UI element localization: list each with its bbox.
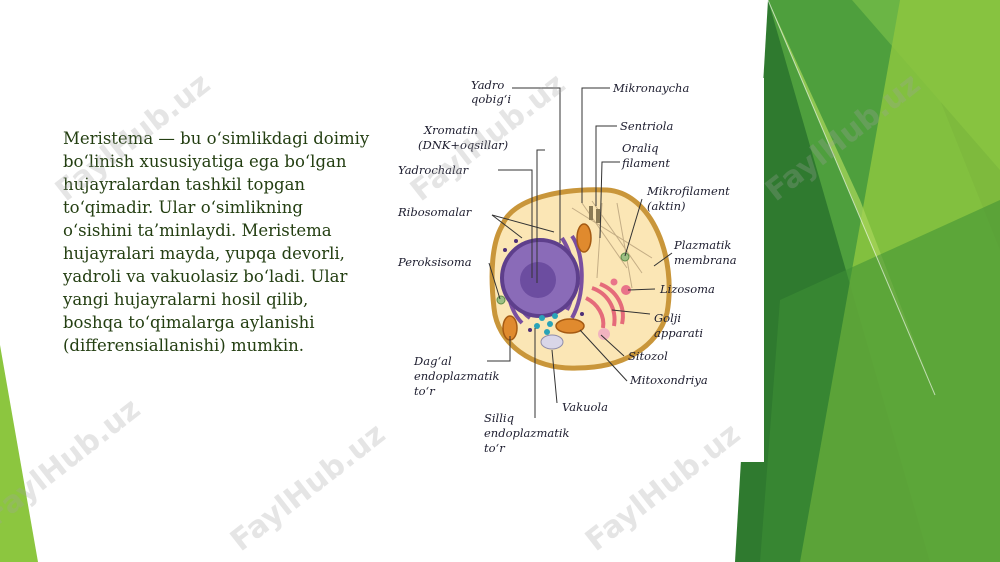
label-silliq-er: Silliq <box>484 411 514 425</box>
label-mikrofilament: Mikrofilament <box>646 184 730 198</box>
label-yadro-qobigi: Yadro <box>471 78 504 92</box>
lysosome-shape <box>621 285 631 295</box>
leader-lines <box>487 87 673 418</box>
label-mikronaycha: Mikronaycha <box>612 81 689 95</box>
label-sitozol: Sitozol <box>628 349 668 363</box>
cell-diagram: Yadro qobig‘i Xromatin (DNK+oqsillar) Ya… <box>392 78 764 462</box>
label-plazmatik-membrana: Plazmatik <box>673 238 731 252</box>
label-ribosomalar: Ribosomalar <box>397 205 473 219</box>
label-yadro-qobigi: qobig‘i <box>471 92 511 106</box>
body-paragraph: Meristema — bu o‘simlikdagi doimiy bo‘li… <box>63 129 370 355</box>
label-sentriola: Sentriola <box>620 119 673 133</box>
label-mitoxondriya: Mitoxondriya <box>629 373 708 387</box>
label-peroksisoma: Peroksisoma <box>397 255 472 269</box>
golgi-shape <box>585 282 625 329</box>
label-plazmatik-membrana: membrana <box>674 253 737 267</box>
label-lizosoma: Lizosoma <box>659 282 715 296</box>
label-oraliq-filament: Oraliq <box>622 141 659 155</box>
lysosome-shape <box>598 328 610 340</box>
vacuole-shape <box>540 334 564 350</box>
smooth-er-dots <box>534 313 558 335</box>
label-golji: Golji <box>654 311 681 325</box>
animal-cell-illustration: Yadro qobig‘i Xromatin (DNK+oqsillar) Ya… <box>397 78 737 455</box>
label-xromatin: (DNK+oqsillar) <box>418 138 508 152</box>
centriole-shape <box>596 209 600 223</box>
label-silliq-er: to‘r <box>484 441 506 455</box>
centriole-shape <box>589 206 593 220</box>
label-vakuola: Vakuola <box>562 400 608 414</box>
nucleolus-shape <box>520 262 556 298</box>
mitochondrion-shape <box>555 318 585 334</box>
label-yadrochalar: Yadrochalar <box>398 163 470 177</box>
peroxisome-shape <box>620 252 630 262</box>
label-xromatin: Xromatin <box>423 123 478 137</box>
label-dagal-er: to‘r <box>414 384 436 398</box>
label-golji: apparati <box>654 326 703 340</box>
mitochondrion-shape <box>576 223 592 253</box>
label-silliq-er: endoplazmatik <box>484 426 570 440</box>
label-dagal-er: endoplazmatik <box>414 369 500 383</box>
label-oraliq-filament: filament <box>621 156 670 170</box>
peroxisome-shape <box>496 295 506 305</box>
label-dagal-er: Dag‘al <box>413 354 452 368</box>
lysosome-shape <box>610 278 618 286</box>
label-mikrofilament: (aktin) <box>647 199 686 213</box>
